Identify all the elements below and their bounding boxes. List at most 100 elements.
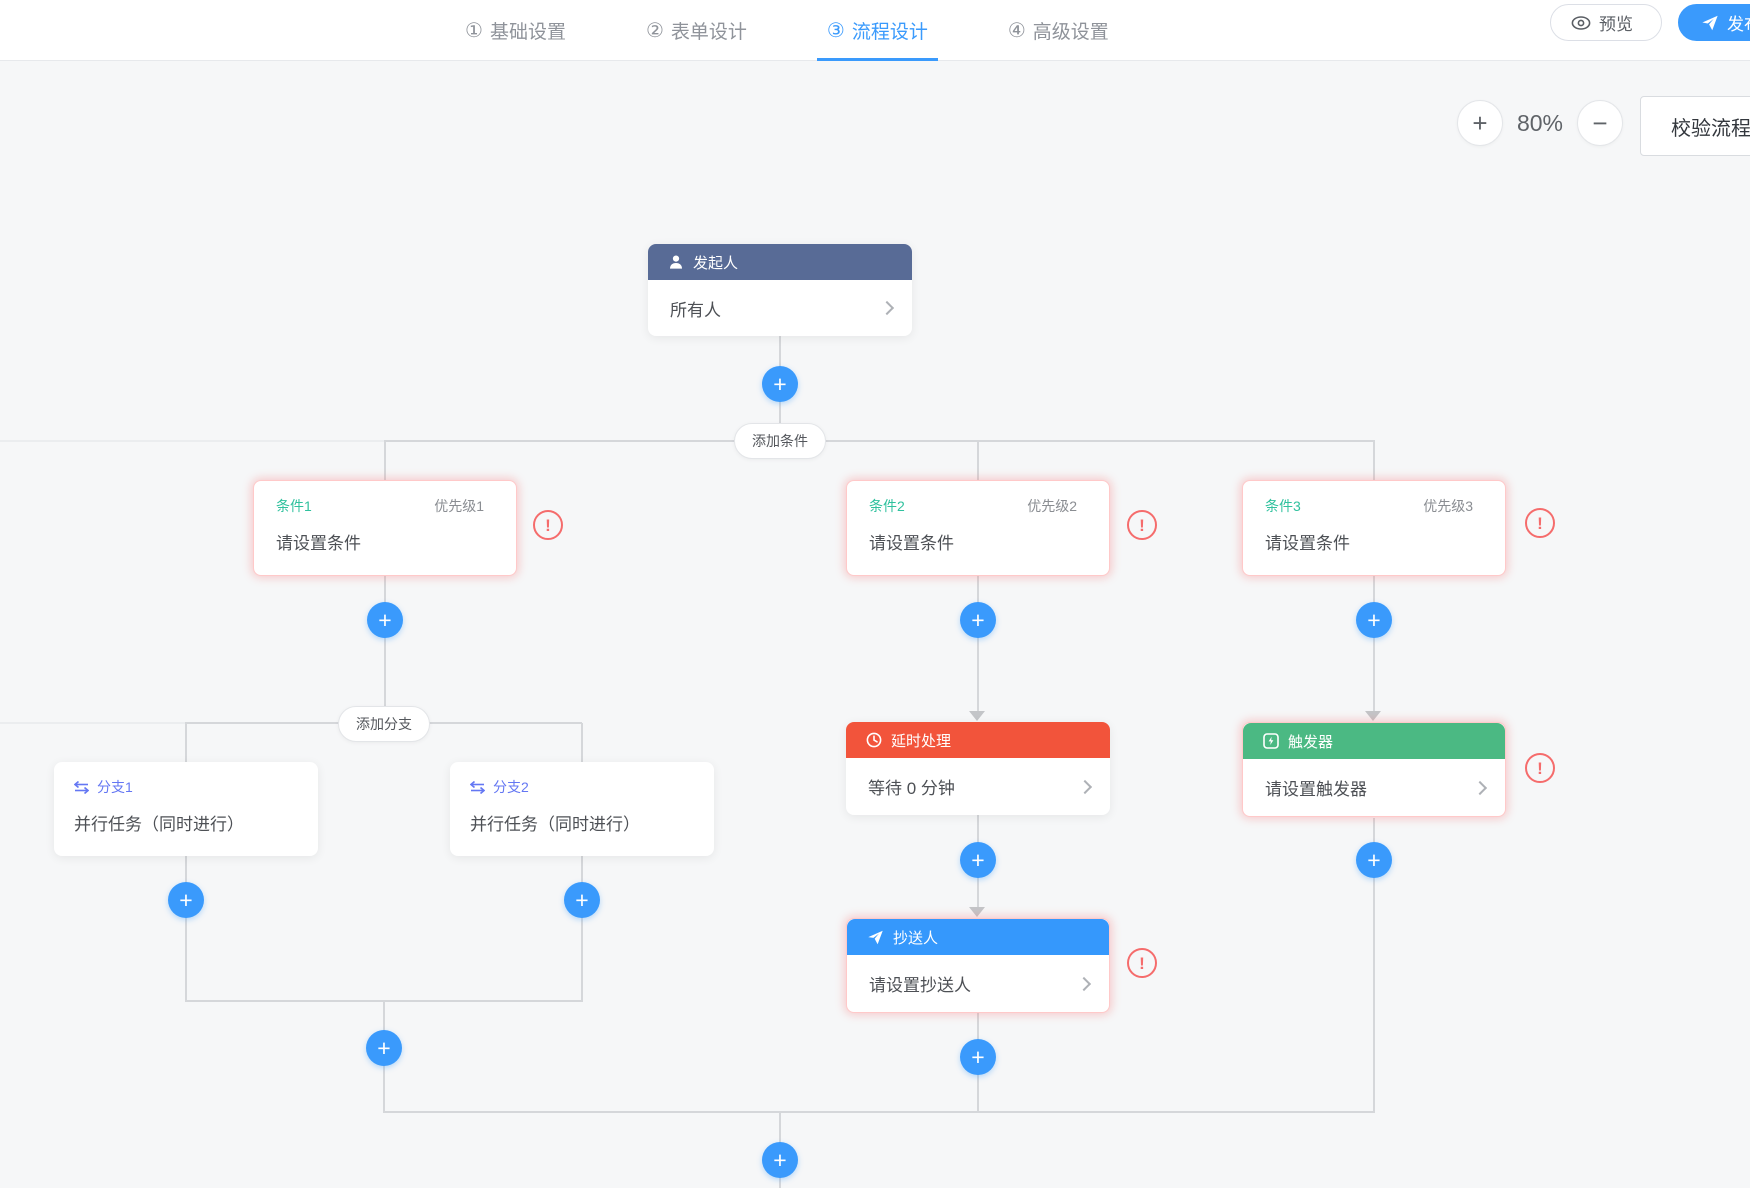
add-node-button[interactable]: +: [762, 366, 798, 402]
add-node-button[interactable]: +: [367, 602, 403, 638]
clock-icon: [866, 732, 882, 748]
step-number: ③: [826, 20, 845, 42]
node-content: 请设置触发器: [1265, 780, 1367, 799]
connector-line: [384, 576, 386, 723]
warning-icon: !: [1127, 948, 1157, 978]
chevron-right-icon: [1076, 976, 1092, 991]
warning-icon: !: [533, 510, 563, 540]
chevron-right-icon: [1077, 779, 1093, 794]
connector-line: [384, 441, 386, 480]
add-condition-button[interactable]: 添加条件: [734, 423, 826, 459]
branch-title: 分支2: [493, 779, 529, 795]
chevron-right-icon: [1472, 780, 1488, 795]
condition-content: 请设置条件: [869, 534, 954, 553]
tab-basic-settings[interactable]: ① 基础设置: [455, 0, 576, 61]
plus-icon: +: [1367, 846, 1381, 873]
condition-node-1[interactable]: 条件1 优先级1 请设置条件: [253, 480, 517, 576]
preview-button[interactable]: 预览: [1550, 4, 1662, 41]
exclamation-glyph: !: [545, 515, 551, 535]
tab-form-design[interactable]: ② 表单设计: [636, 0, 757, 61]
step-label: 基础设置: [489, 22, 566, 43]
plus-icon: +: [1367, 606, 1381, 633]
condition-content: 请设置条件: [1265, 534, 1350, 553]
cc-node-body[interactable]: 请设置抄送人: [847, 955, 1109, 1012]
node-title: 抄送人: [893, 929, 939, 947]
arrow-down-icon: [969, 711, 985, 721]
initiator-node-header: 发起人: [648, 244, 912, 280]
person-icon: [670, 255, 682, 269]
eye-icon: [1571, 15, 1591, 30]
condition-title: 条件1: [276, 498, 312, 514]
trigger-icon: [1263, 733, 1279, 749]
warning-icon: !: [1525, 508, 1555, 538]
trigger-node[interactable]: 触发器 请设置触发器: [1242, 722, 1506, 817]
add-node-button[interactable]: +: [960, 1039, 996, 1075]
condition-title: 条件3: [1265, 498, 1301, 514]
exclamation-glyph: !: [1139, 953, 1145, 973]
delay-node-body[interactable]: 等待 0 分钟: [846, 758, 1110, 815]
node-content: 请设置抄送人: [869, 976, 971, 995]
condition-priority: 优先级3: [1423, 498, 1473, 514]
zoom-out-button[interactable]: −: [1577, 100, 1623, 146]
paper-plane-icon: [868, 930, 883, 944]
node-title: 延时处理: [891, 732, 952, 750]
condition-node-3[interactable]: 条件3 优先级3 请设置条件: [1242, 480, 1506, 576]
preview-label: 预览: [1599, 15, 1633, 34]
plus-icon: +: [378, 606, 392, 633]
node-title: 触发器: [1288, 733, 1334, 751]
add-node-button[interactable]: +: [168, 882, 204, 918]
parallel-branch-icon: [470, 780, 485, 794]
exclamation-glyph: !: [1537, 758, 1543, 778]
add-node-button[interactable]: +: [1356, 602, 1392, 638]
tab-advanced-settings[interactable]: ④ 高级设置: [998, 0, 1119, 61]
step-label: 流程设计: [851, 22, 928, 43]
parallel-branch-icon: [74, 780, 89, 794]
paper-plane-icon: [1702, 15, 1718, 30]
branch-content: 并行任务（同时进行）: [74, 815, 244, 834]
step-number: ④: [1007, 20, 1026, 42]
exclamation-glyph: !: [1139, 515, 1145, 535]
add-node-button[interactable]: +: [366, 1030, 402, 1066]
connector-line: [977, 441, 979, 480]
step-number: ①: [465, 20, 483, 42]
add-node-button[interactable]: +: [960, 602, 996, 638]
condition-node-2[interactable]: 条件2 优先级2 请设置条件: [846, 480, 1110, 576]
add-node-button[interactable]: +: [564, 882, 600, 918]
plus-icon: +: [971, 606, 985, 633]
zoom-level: 80%: [1516, 109, 1564, 136]
delay-node[interactable]: 延时处理 等待 0 分钟: [846, 722, 1110, 815]
cc-node-header: 抄送人: [847, 919, 1109, 955]
warning-icon: !: [1525, 753, 1555, 783]
publish-button[interactable]: 发布: [1678, 4, 1750, 41]
initiator-node-body[interactable]: 所有人: [648, 280, 912, 336]
trigger-node-body[interactable]: 请设置触发器: [1243, 759, 1505, 816]
connector-line: [0, 722, 186, 724]
connector-line: [383, 1111, 1375, 1113]
connector-line: [185, 856, 187, 1001]
zoom-in-button[interactable]: +: [1457, 100, 1503, 146]
cc-node[interactable]: 抄送人 请设置抄送人: [846, 918, 1110, 1013]
validate-flow-button[interactable]: 校验流程: [1640, 96, 1750, 156]
plus-icon: +: [575, 886, 589, 913]
tab-process-design[interactable]: ③ 流程设计: [816, 0, 938, 61]
branch-node-1[interactable]: 分支1 并行任务（同时进行）: [54, 762, 318, 856]
initiator-node[interactable]: 发起人 所有人: [648, 244, 912, 336]
exclamation-glyph: !: [1537, 513, 1543, 533]
branch-title: 分支1: [97, 779, 133, 795]
arrow-down-icon: [969, 907, 985, 917]
connector-line: [581, 723, 583, 762]
wizard-steps: ① 基础设置 ② 表单设计 ③ 流程设计 ④ 高级设置: [455, 0, 1119, 61]
node-title: 发起人: [693, 254, 739, 272]
plus-glyph: +: [1472, 108, 1488, 138]
add-node-button[interactable]: +: [960, 842, 996, 878]
add-node-button[interactable]: +: [762, 1142, 798, 1178]
branch-node-2[interactable]: 分支2 并行任务（同时进行）: [450, 762, 714, 856]
add-branch-button[interactable]: 添加分支: [338, 706, 430, 742]
connector-line: [0, 440, 385, 442]
plus-icon: +: [773, 1146, 787, 1173]
add-node-button[interactable]: +: [1356, 842, 1392, 878]
add-branch-label: 添加分支: [356, 716, 412, 732]
add-condition-label: 添加条件: [752, 433, 808, 449]
condition-title: 条件2: [869, 498, 905, 514]
connector-line: [384, 440, 1375, 442]
